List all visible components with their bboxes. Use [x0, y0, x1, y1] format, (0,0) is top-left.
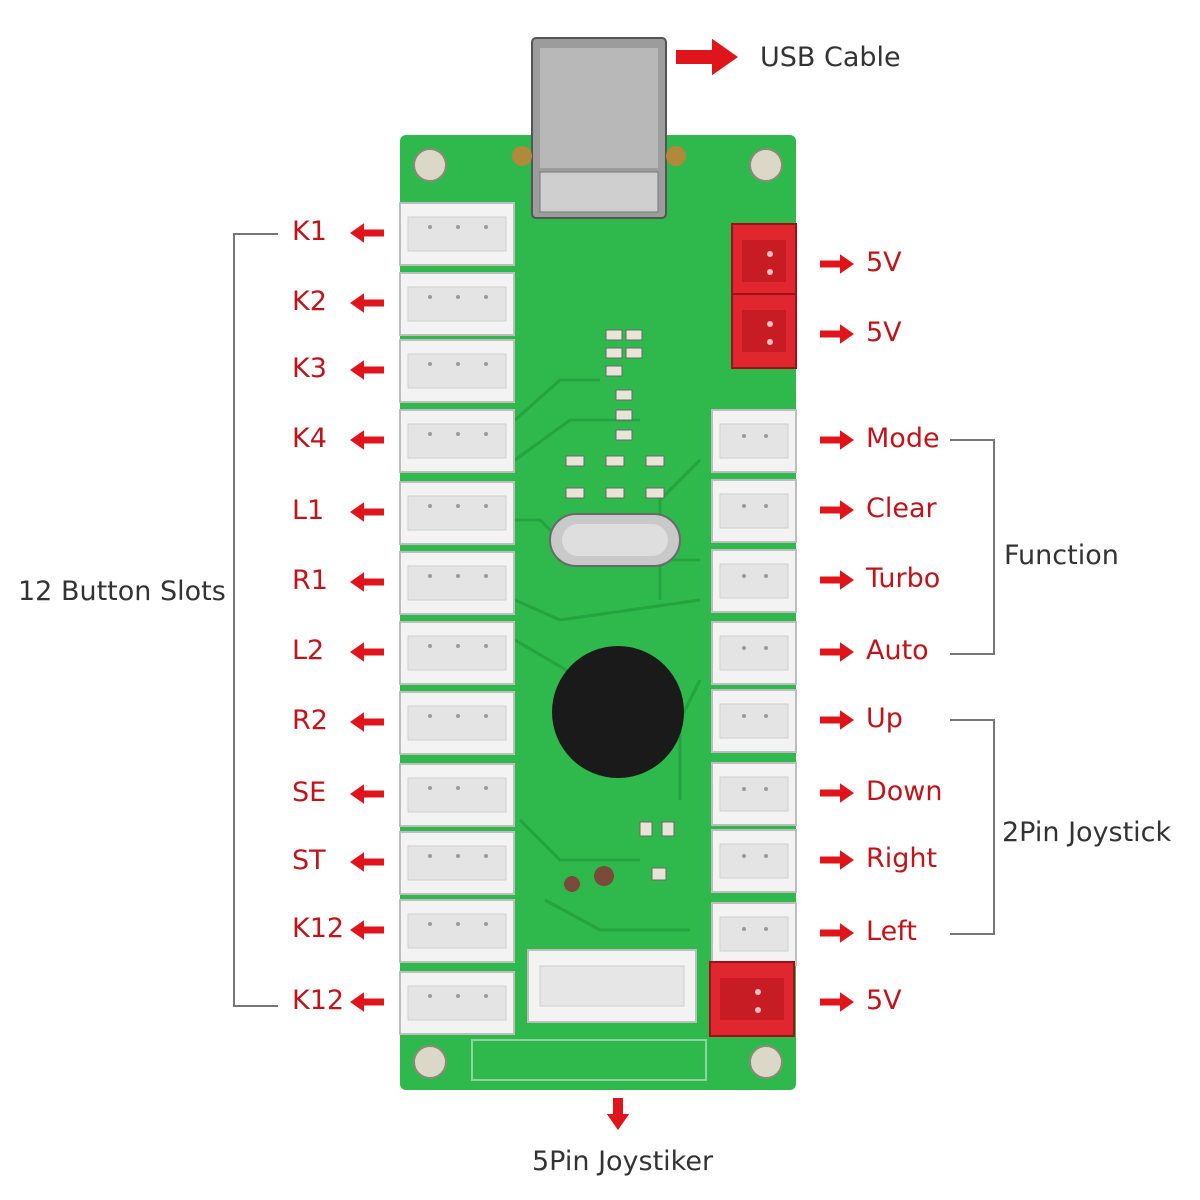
arrow-right-icon [820, 254, 854, 274]
chip-blob [552, 646, 684, 778]
arrow-right-icon [820, 710, 854, 730]
pin-label: Up [866, 703, 903, 734]
arrow-left-icon [350, 920, 384, 940]
brackets [233, 233, 995, 1007]
left-group-label: 12 Button Slots [18, 576, 226, 607]
arrow-right-icon [820, 642, 854, 662]
button-connector [399, 339, 515, 403]
arrow-left-icon [350, 642, 384, 662]
button-connector [399, 831, 515, 895]
button-slot-label: K2 [292, 286, 327, 317]
function-connector [711, 479, 797, 543]
pin-label: 5V [866, 985, 902, 1016]
function-connector [711, 549, 797, 613]
button-slot-label: K4 [292, 423, 327, 454]
button-connector [399, 621, 515, 685]
left-bracket [233, 233, 278, 1007]
pin-label: Left [866, 916, 917, 947]
function-connector [711, 902, 797, 966]
function-connector [711, 689, 797, 753]
arrow-left-icon [350, 852, 384, 872]
arrow-right-icon [820, 570, 854, 590]
joystick-group-label: 2Pin Joystick [1002, 817, 1172, 848]
button-connector [399, 691, 515, 755]
pin-label: Down [866, 776, 943, 807]
function-connector [711, 762, 797, 826]
usb-b-connector [512, 37, 686, 219]
arrow-left-icon [350, 430, 384, 450]
board-text-frame [471, 1039, 707, 1081]
led [594, 866, 614, 886]
function-connector [711, 829, 797, 893]
arrow-left-icon [350, 360, 384, 380]
joystick-bracket [950, 719, 995, 935]
arrow-right-icon [820, 783, 854, 803]
pin-label: Clear [866, 493, 937, 524]
arrow-right-icon [820, 850, 854, 870]
arrow-right-icon [676, 38, 738, 76]
button-slot-label: K1 [292, 216, 327, 247]
function-bracket [950, 439, 995, 655]
mounting-holes [413, 148, 783, 1079]
button-slot-label: L2 [292, 635, 325, 666]
crystal-oscillator [549, 513, 681, 567]
button-slot-label: K12 [292, 985, 345, 1016]
pin-label: Right [866, 843, 938, 874]
pin-label: 5V [866, 247, 902, 278]
button-connector [399, 763, 515, 827]
button-connector [399, 899, 515, 963]
power-connector [731, 223, 797, 299]
bottom-joystick-label: 5Pin Joystiker [532, 1146, 714, 1177]
arrow-right-icon [820, 992, 854, 1012]
button-connector [399, 272, 515, 336]
button-connector [399, 551, 515, 615]
right-connectors [709, 223, 797, 1037]
button-connector [399, 971, 515, 1035]
button-slot-label: ST [292, 845, 326, 876]
arrow-right-icon [820, 923, 854, 943]
power-connector [709, 961, 795, 1037]
pin-label: Auto [866, 635, 929, 666]
function-connector [711, 621, 797, 685]
button-connector [399, 202, 515, 266]
button-slot-label: SE [292, 777, 327, 808]
arrows [350, 38, 854, 1130]
arrow-left-icon [350, 572, 384, 592]
arrow-right-icon [820, 324, 854, 344]
arrow-down-icon [606, 1098, 630, 1130]
arrow-right-icon [820, 500, 854, 520]
button-slot-label: R2 [292, 705, 328, 736]
arrow-left-icon [350, 223, 384, 243]
arrow-right-icon [820, 430, 854, 450]
arrow-left-icon [350, 502, 384, 522]
pin-label: Mode [866, 423, 940, 454]
pin-label: Turbo [866, 563, 941, 594]
button-connector [399, 481, 515, 545]
button-slot-label: L1 [292, 495, 325, 526]
button-connector [399, 409, 515, 473]
arrow-left-icon [350, 712, 384, 732]
button-slot-label: K3 [292, 353, 327, 384]
usb-cable-label: USB Cable [760, 42, 901, 73]
pin-label: 5V [866, 317, 902, 348]
button-slot-label: R1 [292, 565, 328, 596]
arrow-left-icon [350, 784, 384, 804]
left-connectors [399, 202, 515, 1035]
function-group-label: Function [1004, 540, 1119, 571]
smd-components [565, 329, 675, 881]
arrow-left-icon [350, 293, 384, 313]
power-connector [731, 293, 797, 369]
led [564, 876, 580, 892]
arrow-left-icon [350, 992, 384, 1012]
function-connector [711, 409, 797, 473]
joystick-5pin-connector [527, 949, 697, 1023]
button-slot-label: K12 [292, 913, 345, 944]
